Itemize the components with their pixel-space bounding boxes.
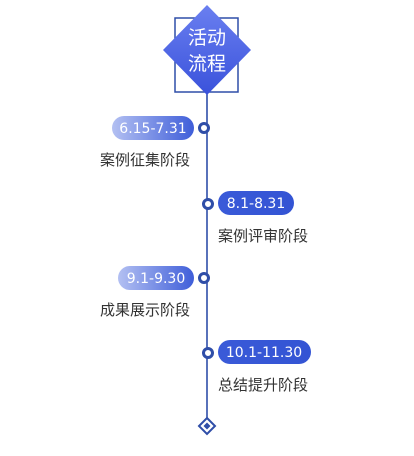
stage-2-label: 案例评审阶段	[218, 227, 308, 245]
stage-4-node	[202, 347, 214, 359]
stage-2-date: 8.1-8.31	[227, 196, 286, 212]
title-diamond	[163, 5, 251, 95]
stage-3-label: 成果展示阶段	[100, 301, 190, 319]
stage-4-date: 10.1-11.30	[226, 345, 302, 361]
stage-4-date-pill	[218, 340, 311, 364]
title-line-1: 活动	[188, 27, 226, 49]
stage-1-date: 6.15-7.31	[119, 121, 186, 137]
stage-1-date-pill	[112, 116, 194, 140]
stage-1-label: 案例征集阶段	[100, 151, 190, 169]
stage-2-node	[202, 198, 214, 210]
stage-3: 9.1-9.30 成果展示阶段	[100, 266, 210, 319]
stage-1: 6.15-7.31 案例征集阶段	[100, 116, 210, 169]
stage-3-date: 9.1-9.30	[127, 271, 186, 287]
end-diamond-icon	[197, 416, 217, 436]
title-line-2: 流程	[188, 53, 226, 75]
stage-1-node	[198, 122, 210, 134]
stage-3-node	[198, 272, 210, 284]
stage-2: 8.1-8.31 案例评审阶段	[202, 191, 308, 245]
stage-2-date-pill	[218, 191, 294, 215]
title-badge: 活动 流程	[163, 5, 251, 95]
stage-3-date-pill	[118, 266, 194, 290]
stage-4: 10.1-11.30 总结提升阶段	[202, 340, 311, 394]
stage-4-label: 总结提升阶段	[218, 376, 308, 394]
